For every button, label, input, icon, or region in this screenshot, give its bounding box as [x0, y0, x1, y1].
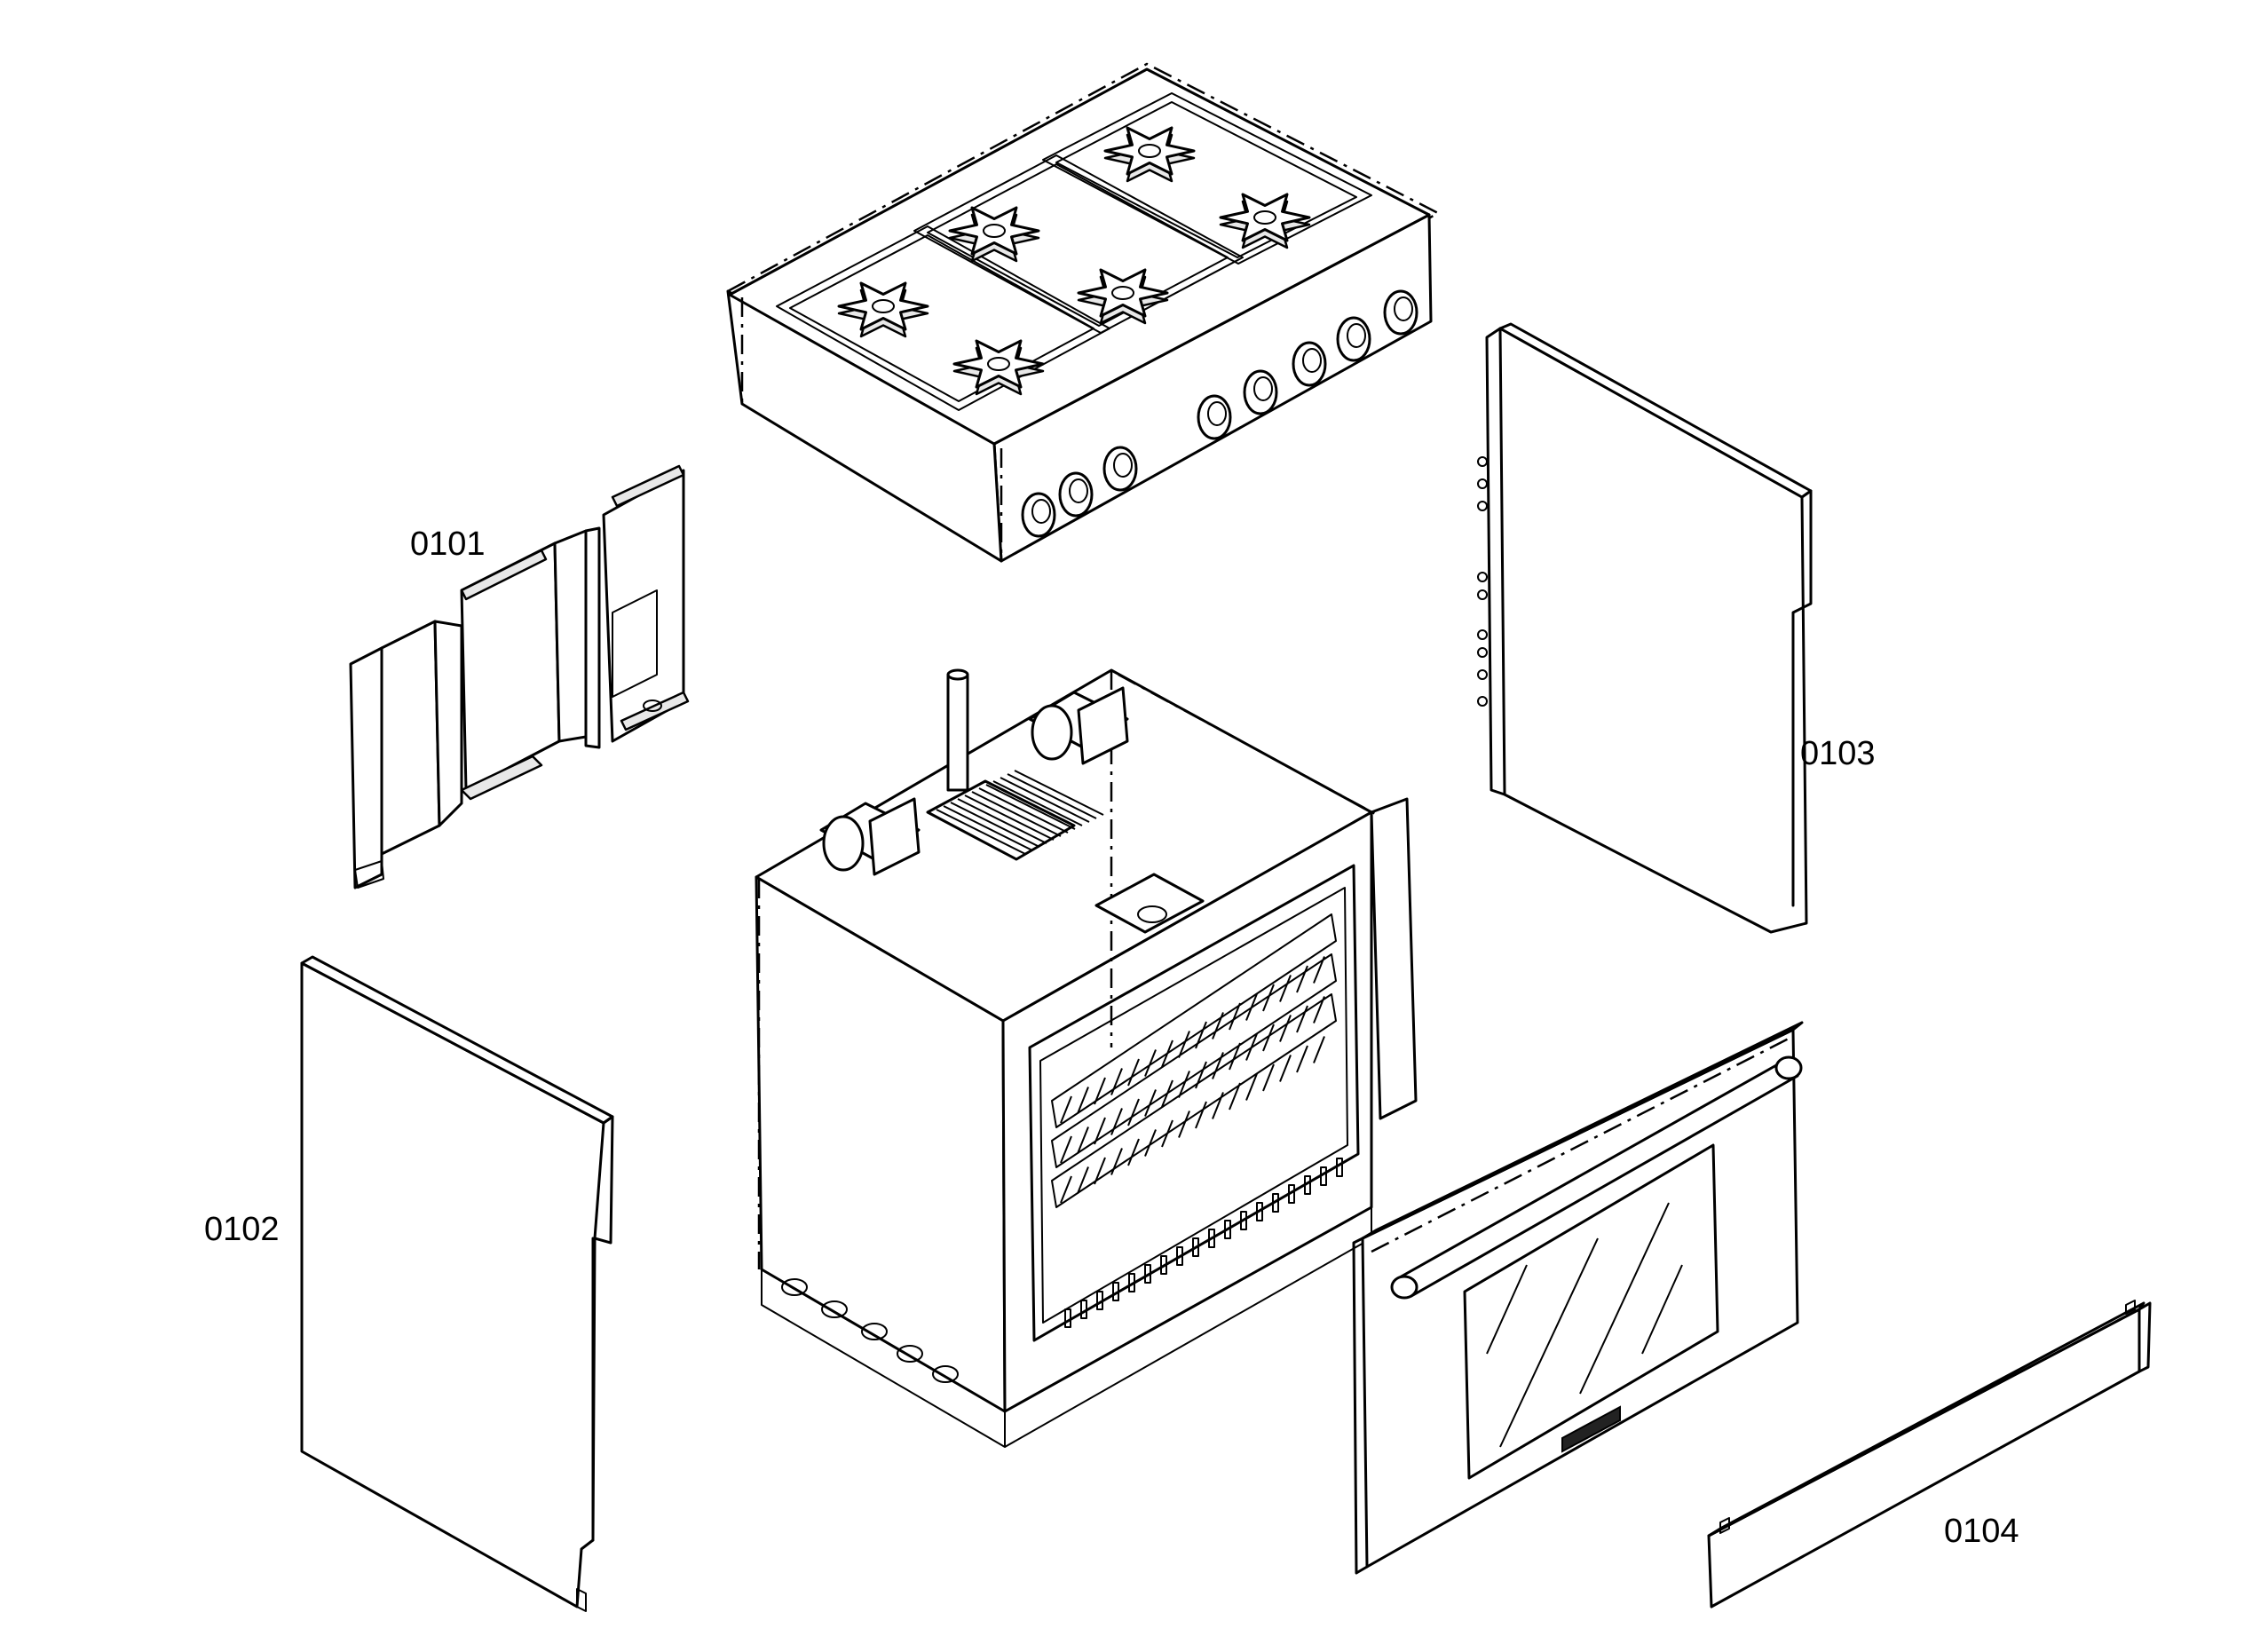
- burner-cap-icon: [1111, 286, 1134, 300]
- oven-door-part[interactable]: [1352, 1021, 1804, 1575]
- mount-hole-icon: [1477, 501, 1488, 511]
- vent-slot: [1256, 1202, 1263, 1221]
- bottom-hole-icon: [821, 1300, 848, 1318]
- oven-body-part[interactable]: [755, 668, 1418, 1448]
- callout-0104: 0104: [1944, 1513, 2019, 1550]
- knob-icon: [1021, 492, 1056, 538]
- knob-icon: [1302, 348, 1322, 373]
- heat-sink-fin: [950, 802, 1040, 848]
- bottom-hole-icon: [897, 1345, 923, 1363]
- bottom-hole-icon: [932, 1365, 959, 1383]
- vent-slot: [1160, 1255, 1167, 1275]
- vent-slot: [1176, 1246, 1183, 1266]
- burner-cap-icon: [872, 299, 895, 313]
- vent-slot: [1304, 1175, 1311, 1195]
- heat-sink-fin: [971, 791, 1062, 837]
- heat-sink-fin: [936, 809, 1026, 855]
- vent-pipe: [946, 668, 969, 792]
- vent-slot: [1288, 1184, 1295, 1204]
- vent-slot: [1112, 1282, 1119, 1301]
- burner-icon: [837, 281, 929, 331]
- knob-icon: [1292, 341, 1327, 387]
- vent-slot: [1096, 1291, 1103, 1310]
- vent-slot: [1144, 1264, 1151, 1284]
- burner-cap-icon: [987, 357, 1010, 371]
- mount-hole-icon: [1477, 696, 1488, 707]
- knob-icon: [1253, 376, 1273, 401]
- mount-hole-icon: [1477, 478, 1488, 489]
- mount-hole-icon: [1477, 589, 1488, 600]
- oven-rack: [1051, 913, 1337, 1128]
- knob-icon: [1069, 478, 1088, 503]
- heat-sink-fin: [1000, 777, 1090, 823]
- heat-sink: [926, 770, 1104, 861]
- knob-icon: [1113, 453, 1133, 478]
- bottom-hole-icon: [861, 1323, 888, 1340]
- knob-icon: [1394, 296, 1413, 321]
- heat-sink-fin: [964, 794, 1055, 841]
- knob-icon: [1102, 446, 1138, 492]
- vent-slot: [1240, 1211, 1247, 1230]
- knob-icon: [1031, 499, 1051, 524]
- heat-sink-fin: [992, 780, 1083, 826]
- vent-slot: [1224, 1220, 1231, 1239]
- heat-sink-fin: [985, 784, 1076, 830]
- mount-hole-icon: [1477, 629, 1488, 640]
- vent-slot: [1208, 1229, 1215, 1248]
- vent-slot: [1064, 1308, 1071, 1328]
- burner-icon: [1219, 193, 1311, 242]
- vent-slot: [1128, 1273, 1135, 1292]
- burner-icon: [948, 206, 1040, 256]
- vent-slot: [1080, 1300, 1087, 1319]
- heat-sink-fin: [943, 805, 1033, 851]
- vent-slot: [1320, 1166, 1327, 1186]
- heat-sink-fin: [1014, 770, 1104, 816]
- knob-icon: [1243, 369, 1278, 415]
- burner-icon: [1077, 268, 1169, 318]
- vent-slot: [1192, 1237, 1199, 1257]
- burner-cap-icon: [1253, 210, 1276, 225]
- callout-0101: 0101: [410, 526, 486, 563]
- door-handle: [1390, 1055, 1803, 1300]
- rear-panel-part[interactable]: [349, 464, 690, 889]
- burner-icon: [1103, 126, 1196, 176]
- vent-slot: [1272, 1193, 1279, 1213]
- convection-motor-left: [819, 797, 921, 876]
- mount-hole-icon: [1477, 456, 1488, 467]
- cooktop-part[interactable]: [725, 62, 1441, 563]
- burner-cap-icon: [1138, 144, 1161, 158]
- burner-cap-icon: [983, 224, 1006, 238]
- burner-icon: [952, 339, 1045, 389]
- heat-sink-fin: [978, 787, 1069, 834]
- knob-icon: [1207, 401, 1227, 426]
- knob-icon: [1058, 471, 1094, 518]
- kick-panel-part[interactable]: [1707, 1300, 2152, 1609]
- right-side-panel-part[interactable]: [1477, 322, 1813, 934]
- bottom-hole-icon: [781, 1278, 808, 1296]
- knob-icon: [1383, 289, 1418, 336]
- oven-rack: [1051, 953, 1337, 1168]
- convection-motor-right: [1028, 686, 1129, 765]
- heat-sink-fin: [1007, 773, 1097, 819]
- mount-hole-icon: [1477, 669, 1488, 680]
- vent-slot: [1336, 1158, 1343, 1177]
- knob-icon: [1197, 394, 1232, 440]
- knob-icon: [1336, 316, 1371, 362]
- callout-0102: 0102: [204, 1211, 280, 1248]
- heat-sink-fin: [957, 798, 1047, 844]
- knob-icon: [1347, 323, 1366, 348]
- left-side-panel-part[interactable]: [300, 955, 614, 1612]
- oven-rack: [1051, 993, 1337, 1208]
- callout-0103: 0103: [1800, 735, 1876, 772]
- mount-hole-icon: [1477, 647, 1488, 658]
- mount-hole-icon: [1477, 572, 1488, 582]
